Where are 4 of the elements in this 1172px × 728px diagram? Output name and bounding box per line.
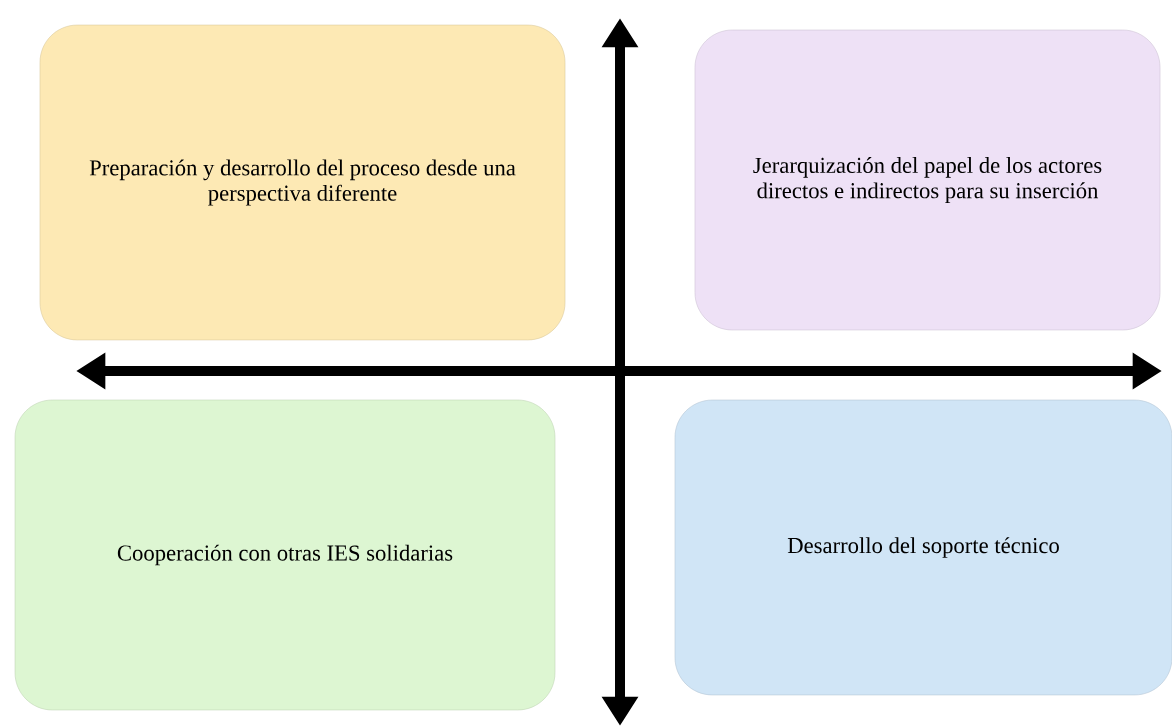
quadrant-box: Desarrollo del soporte técnico [674, 399, 1172, 696]
quadrant-box: Jerarquización del papel de los actores directos e indirectos para su inserción [694, 29, 1161, 331]
quadrant-box: Preparación y desarrollo del proceso desde una perspectiva diferente [39, 24, 566, 341]
quadrant-box: Cooperación con otras IES solidarias [14, 399, 556, 711]
